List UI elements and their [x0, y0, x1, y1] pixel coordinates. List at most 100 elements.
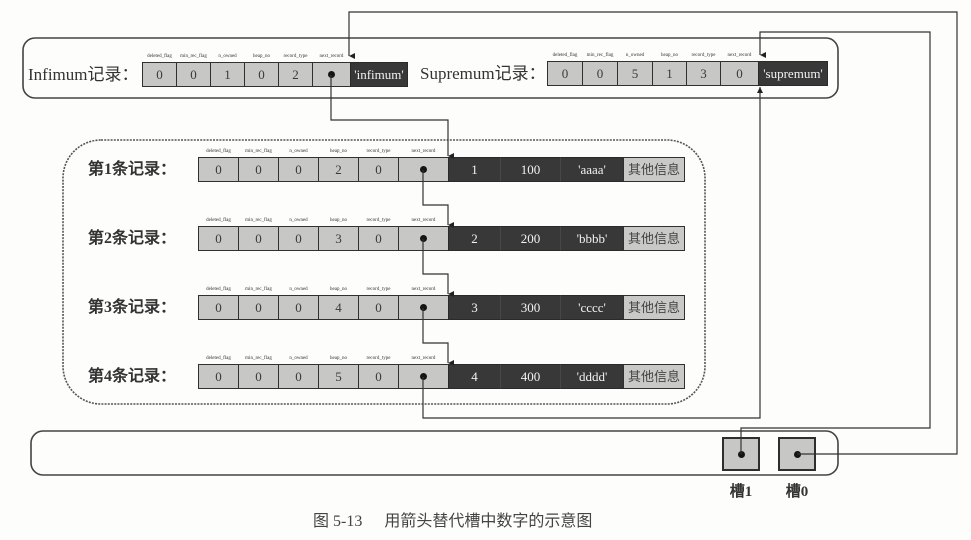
n-owned-cell: 0	[278, 157, 319, 182]
min-rec-flag-cell: 0	[238, 295, 279, 320]
column-3-cell: 'aaaa'	[560, 157, 624, 182]
supremum-data-cell: 'supremum'	[758, 61, 828, 86]
header-n-owned: n_owned	[289, 356, 308, 361]
deleted-flag-cell: 0	[198, 157, 239, 182]
slot-1	[722, 437, 760, 471]
record-type-cell: 0	[358, 226, 399, 251]
record-4-label: 第4条记录：	[88, 368, 177, 385]
next-record-cell	[398, 157, 449, 182]
header-next-record: next_record	[319, 54, 344, 59]
deleted-flag-cell: 0	[198, 226, 239, 251]
header-record-type: record_type	[366, 218, 391, 223]
header-next-record: next_record	[727, 53, 752, 58]
column-2-cell: 400	[500, 364, 561, 389]
header-min-rec-flag: min_rec_flag	[245, 149, 272, 154]
heap-no-cell: 3	[318, 226, 359, 251]
record-2: deleted_flag min_rec_flag n_owned heap_n…	[198, 218, 685, 251]
infimum-label: Infimum记录：	[28, 65, 139, 84]
column-3-cell: 'bbbb'	[560, 226, 624, 251]
pointer-dot-icon	[420, 166, 427, 173]
column-1-cell: 3	[448, 295, 501, 320]
header-deleted-flag: deleted_flag	[206, 149, 231, 154]
header-min-rec-flag: min_rec_flag	[245, 218, 272, 223]
header-record-type: record_type	[283, 54, 308, 59]
header-heap-no: heap_no	[330, 149, 347, 154]
record-1-label: 第1条记录：	[88, 161, 177, 178]
header-heap-no: heap_no	[253, 54, 270, 59]
header-deleted-flag: deleted_flag	[206, 356, 231, 361]
header-heap-no: heap_no	[330, 218, 347, 223]
header-record-type: record_type	[691, 53, 716, 58]
header-heap-no: heap_no	[661, 53, 678, 58]
header-heap-no: heap_no	[330, 356, 347, 361]
header-record-type: record_type	[366, 356, 391, 361]
page-directory-box	[30, 430, 839, 476]
header-deleted-flag: deleted_flag	[206, 287, 231, 292]
pointer-dot-icon	[737, 450, 745, 458]
min-rec-flag-cell: 0	[238, 157, 279, 182]
record-2-label: 第2条记录：	[88, 230, 177, 247]
min-rec-flag-cell: 0	[176, 62, 211, 87]
n-owned-cell: 0	[278, 226, 319, 251]
other-info-cell: 其他信息	[623, 295, 685, 320]
slot-1-label: 槽1	[729, 484, 753, 500]
record-type-cell: 0	[358, 295, 399, 320]
next-record-cell	[398, 295, 449, 320]
header-min-rec-flag: min_rec_flag	[586, 53, 614, 58]
pointer-dot-icon	[328, 71, 335, 78]
figure-caption: 图 5-13 用箭头替代槽中数字的示意图	[313, 511, 592, 533]
heap-no-cell: 4	[318, 295, 359, 320]
header-deleted-flag: deleted_flag	[206, 218, 231, 223]
other-info-cell: 其他信息	[623, 226, 685, 251]
n-owned-cell: 1	[210, 62, 245, 87]
other-info-cell: 其他信息	[623, 157, 685, 182]
slot-0-label: 槽0	[785, 484, 809, 500]
deleted-flag-cell: 0	[198, 295, 239, 320]
record-3-label: 第3条记录：	[88, 299, 177, 316]
deleted-flag-cell: 0	[547, 61, 583, 86]
column-2-cell: 300	[500, 295, 561, 320]
header-deleted-flag: deleted_flag	[552, 53, 578, 58]
header-next-record: next_record	[411, 218, 436, 223]
supremum-label: Supremum记录：	[420, 64, 546, 83]
heap-no-cell: 2	[318, 157, 359, 182]
header-min-rec-flag: min_rec_flag	[245, 356, 272, 361]
n-owned-cell: 0	[278, 364, 319, 389]
column-3-cell: 'dddd'	[560, 364, 624, 389]
pointer-dot-icon	[420, 304, 427, 311]
header-n-owned: n_owned	[625, 53, 645, 58]
infimum-data-cell: 'infimum'	[350, 62, 408, 87]
n-owned-cell: 5	[617, 61, 653, 86]
header-n-owned: n_owned	[289, 287, 308, 292]
heap-no-cell: 0	[244, 62, 279, 87]
slot-0	[778, 437, 816, 471]
record-3: deleted_flag min_rec_flag n_owned heap_n…	[198, 287, 685, 320]
next-record-cell	[398, 364, 449, 389]
infimum-record: deleted_flag min_rec_flag n_owned heap_n…	[142, 54, 408, 87]
pointer-dot-icon	[420, 373, 427, 380]
other-info-cell: 其他信息	[623, 364, 685, 389]
header-min-rec-flag: min_rec_flag	[245, 287, 272, 292]
header-record-type: record_type	[366, 149, 391, 154]
header-record-type: record_type	[366, 287, 391, 292]
header-next-record: next_record	[411, 149, 436, 154]
header-min-rec-flag: min_rec_flag	[180, 54, 207, 59]
heap-no-cell: 5	[318, 364, 359, 389]
n-owned-cell: 0	[278, 295, 319, 320]
column-1-cell: 1	[448, 157, 501, 182]
next-record-cell	[398, 226, 449, 251]
heap-no-cell: 1	[652, 61, 687, 86]
next-record-cell	[312, 62, 351, 87]
pointer-dot-icon	[793, 450, 801, 458]
column-1-cell: 2	[448, 226, 501, 251]
min-rec-flag-cell: 0	[582, 61, 618, 86]
figure-title: 用箭头替代槽中数字的示意图	[384, 513, 593, 530]
figure-number: 图 5-13	[313, 513, 363, 530]
header-next-record: next_record	[411, 356, 436, 361]
arrow-infimum-to-record-1	[330, 75, 454, 159]
column-2-cell: 100	[500, 157, 561, 182]
column-1-cell: 4	[448, 364, 501, 389]
min-rec-flag-cell: 0	[238, 226, 279, 251]
header-next-record: next_record	[411, 287, 436, 292]
